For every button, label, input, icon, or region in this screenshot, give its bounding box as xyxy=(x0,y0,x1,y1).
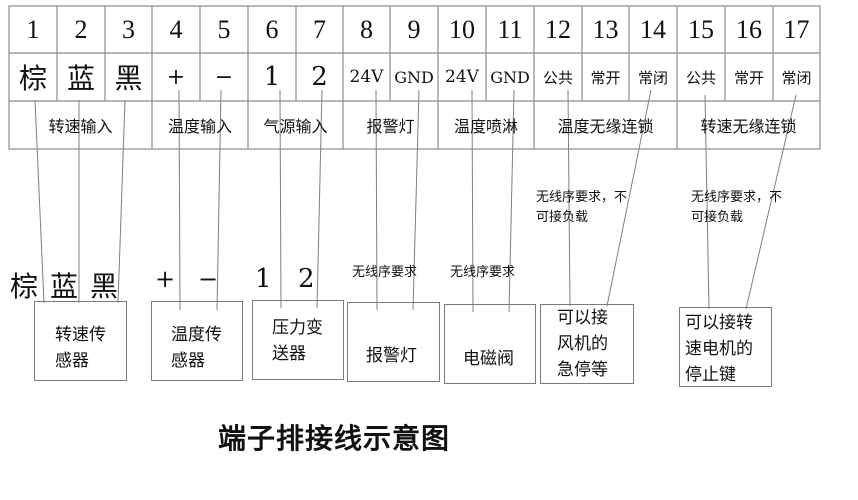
terminal-signal-3: 黑 xyxy=(114,62,143,95)
terminal-grid xyxy=(8,5,821,150)
terminal-number-13: 13 xyxy=(592,14,619,44)
diagram-title: 端子排接线示意图 xyxy=(218,422,451,455)
terminal-number-16: 16 xyxy=(736,14,762,44)
terminal-number-5: 5 xyxy=(217,14,231,44)
terminal-signal-13: 常开 xyxy=(590,68,621,87)
terminal-number-7: 7 xyxy=(313,14,326,44)
group-temp-interlock: 温度无缘连锁 xyxy=(557,117,654,136)
group-speed-interlock: 转速无缘连锁 xyxy=(700,117,797,136)
device-motor-stop: 可以接转 速电机的 停止键 xyxy=(679,307,772,387)
device-pressure-transmitter: 压力变 送器 xyxy=(252,300,344,380)
wire-label-1: 1 xyxy=(255,264,272,294)
terminal-number-12: 12 xyxy=(545,14,571,44)
terminal-number-14: 14 xyxy=(640,14,666,44)
terminal-number-1: 1 xyxy=(26,14,40,44)
note-valve-no-order: 无线序要求 xyxy=(450,265,516,280)
group-alarm-light: 报警灯 xyxy=(366,117,415,136)
wire-label-brown: 棕 xyxy=(10,270,39,303)
group-speed-input: 转速输入 xyxy=(48,117,113,136)
terminal-signal-16: 常开 xyxy=(733,68,764,87)
terminal-number-3: 3 xyxy=(122,14,135,44)
wire-label-blue: 蓝 xyxy=(50,270,79,303)
terminal-signal-1: 棕 xyxy=(18,62,47,95)
device-temp-sensor: 温度传 感器 xyxy=(151,301,243,381)
terminal-number-15: 15 xyxy=(688,14,714,44)
terminal-signal-14: 常闭 xyxy=(637,68,668,87)
terminal-signal-4: + xyxy=(166,64,186,90)
note-alarm-no-order: 无线序要求 xyxy=(352,265,418,280)
device-alarm-light: 报警灯 xyxy=(347,302,440,382)
device-speed-sensor: 转速传 感器 xyxy=(34,301,127,381)
terminal-signal-9: GND xyxy=(394,67,434,87)
wire-label-plus: + xyxy=(155,265,176,293)
wire-label-2: 2 xyxy=(298,264,315,294)
terminal-number-9: 9 xyxy=(407,14,421,44)
terminal-signal-6: 1 xyxy=(263,62,281,92)
terminal-number-10: 10 xyxy=(449,14,475,44)
terminal-number-11: 11 xyxy=(497,14,523,44)
terminal-signal-15: 公共 xyxy=(685,68,716,87)
note-speed-interlock: 无线序要求，不 可接负载 xyxy=(691,190,783,225)
terminal-number-8: 8 xyxy=(360,14,373,44)
terminal-signal-11: GND xyxy=(490,67,530,87)
wire-label-black: 黑 xyxy=(90,270,119,303)
group-temp-input: 温度输入 xyxy=(167,117,232,136)
terminal-signal-7: 2 xyxy=(311,62,328,92)
terminal-signal-2: 蓝 xyxy=(66,62,95,95)
device-solenoid-valve: 电磁阀 xyxy=(444,304,536,384)
terminal-signal-17: 常闭 xyxy=(781,68,812,87)
group-air-input: 气源输入 xyxy=(263,117,328,136)
note-temp-interlock: 无线序要求，不 可接负载 xyxy=(536,190,628,225)
device-fan-estop: 可以接 风机的 急停等 xyxy=(540,304,634,384)
terminal-number-4: 4 xyxy=(169,14,183,44)
terminal-signal-8: 24V xyxy=(349,67,384,87)
terminal-signal-5: − xyxy=(214,64,234,90)
terminal-number-2: 2 xyxy=(74,14,88,44)
wire-label-minus: − xyxy=(198,265,219,293)
terminal-signal-10: 24V xyxy=(445,67,479,87)
terminal-signal-12: 公共 xyxy=(542,68,573,87)
group-temp-spray: 温度喷淋 xyxy=(453,117,518,136)
terminal-number-6: 6 xyxy=(265,14,279,44)
terminal-number-17: 17 xyxy=(783,14,810,44)
